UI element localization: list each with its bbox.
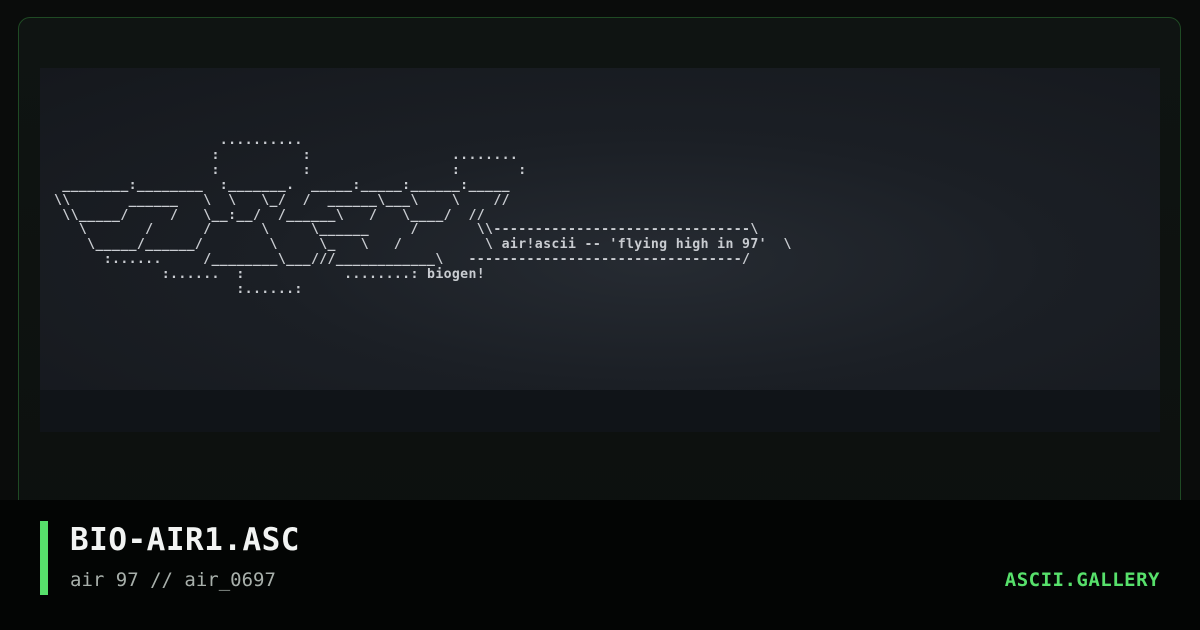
ascii-art-preview[interactable]: .......... : : ........ : : : : ________…	[40, 68, 1160, 390]
art-panel-shadow	[40, 390, 1160, 432]
file-subtitle: air 97 // air_0697	[70, 569, 276, 591]
file-title: BIO-AIR1.ASC	[70, 522, 300, 558]
caption-bar	[0, 500, 1200, 630]
site-brand-link[interactable]: ASCII.GALLERY	[1004, 569, 1160, 591]
accent-bar	[40, 521, 48, 595]
ascii-art-text: .......... : : ........ : : : : ________…	[54, 133, 792, 298]
